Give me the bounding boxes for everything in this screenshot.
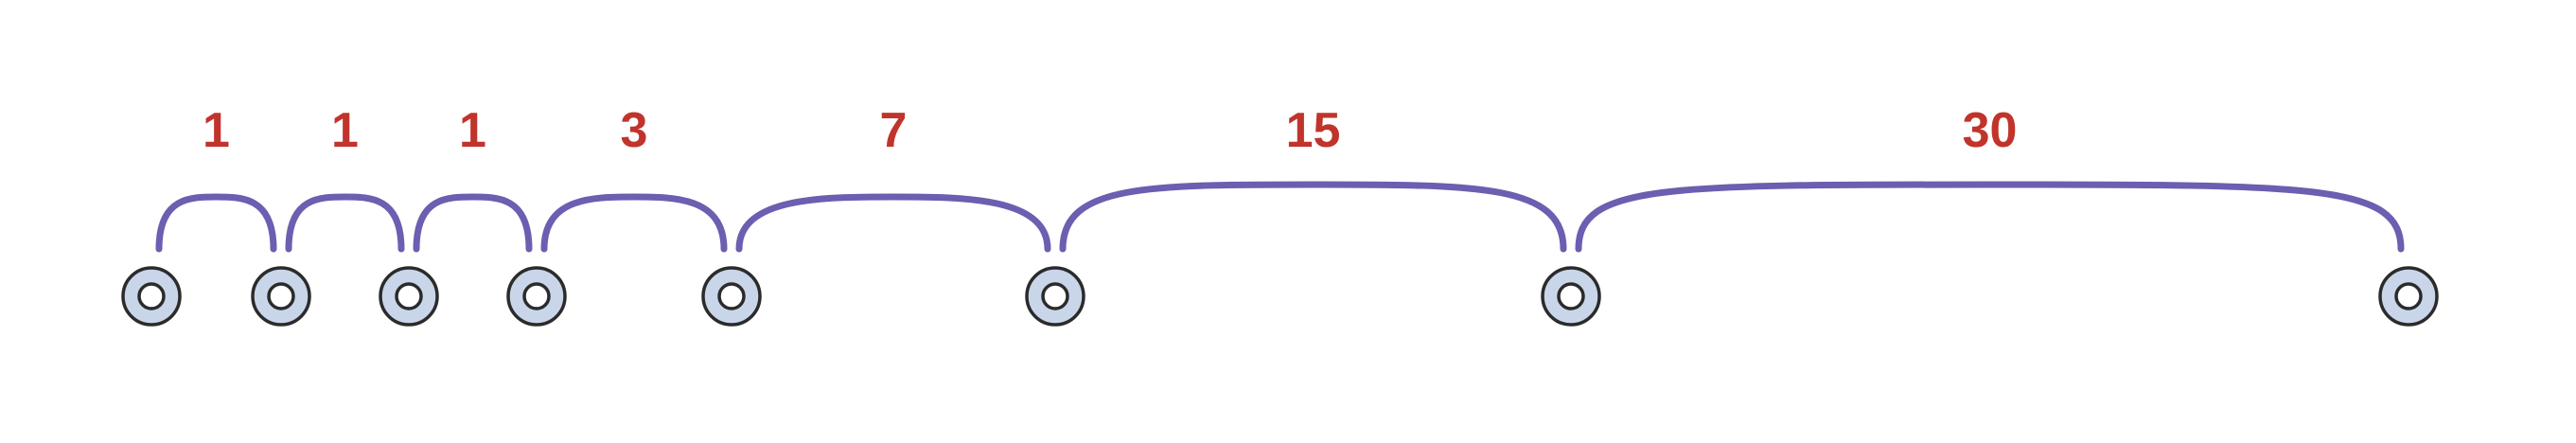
node-4 <box>506 266 567 327</box>
node-center <box>137 282 166 310</box>
gap-arc-4 <box>540 193 728 253</box>
node-center <box>717 282 746 310</box>
gap-label-1: 1 <box>203 103 230 158</box>
gap-arc-1 <box>155 193 277 253</box>
node-5 <box>701 266 762 327</box>
node-8 <box>2378 266 2439 327</box>
node-1 <box>121 266 182 327</box>
node-3 <box>379 266 439 327</box>
gap-label-6: 15 <box>1286 103 1341 158</box>
gap-label-3: 1 <box>459 103 486 158</box>
node-center <box>2394 282 2423 310</box>
gap-label-5: 7 <box>880 103 908 158</box>
node-center <box>1041 282 1069 310</box>
node-center <box>522 282 551 310</box>
gap-arc-5 <box>735 193 1051 253</box>
gap-arc-6 <box>1059 181 1567 253</box>
node-center <box>267 282 295 310</box>
gap-label-2: 1 <box>331 103 359 158</box>
node-center <box>1557 282 1585 310</box>
gap-arc-3 <box>413 193 533 253</box>
node-2 <box>251 266 311 327</box>
gap-label-7: 30 <box>1963 103 2018 158</box>
gap-arc-7 <box>1575 181 2405 253</box>
gap-arc-2 <box>285 193 405 253</box>
node-center <box>395 282 423 310</box>
node-6 <box>1025 266 1085 327</box>
node-7 <box>1541 266 1601 327</box>
gap-label-4: 3 <box>621 103 648 158</box>
